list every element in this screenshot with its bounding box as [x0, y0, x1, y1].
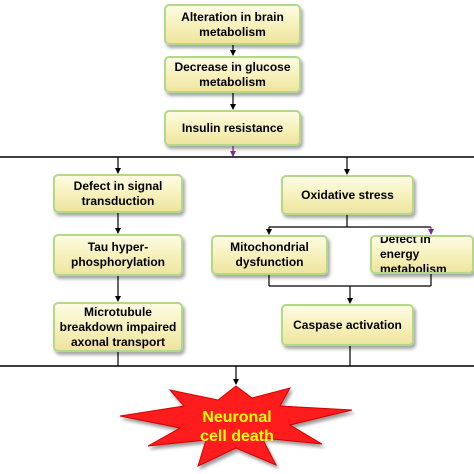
node-microtubule-breakdown: Microtubule breakdown impaired axonal tr…: [53, 302, 183, 352]
node-mitochondrial-dysfunction: Mitochondrial dysfunction: [211, 235, 328, 275]
node-defect-energy-metabolism: Defect in energy metabolism: [370, 235, 474, 274]
node-decrease-glucose-metabolism: Decrease in glucose metabolism: [164, 56, 301, 93]
node-tau-hyperphosphorylation: Tau hyper- phosphorylation: [53, 234, 183, 276]
node-alteration-brain-metabolism: Alteration in brain metabolism: [164, 4, 301, 45]
node-caspase-activation: Caspase activation: [281, 304, 414, 346]
neuronal-death-burst: [119, 385, 353, 467]
node-defect-signal-transduction: Defect in signal transduction: [53, 174, 183, 213]
node-oxidative-stress: Oxidative stress: [281, 175, 414, 215]
node-insulin-resistance: Insulin resistance: [164, 110, 301, 146]
outcome-label: Neuronal cell death: [200, 409, 274, 445]
